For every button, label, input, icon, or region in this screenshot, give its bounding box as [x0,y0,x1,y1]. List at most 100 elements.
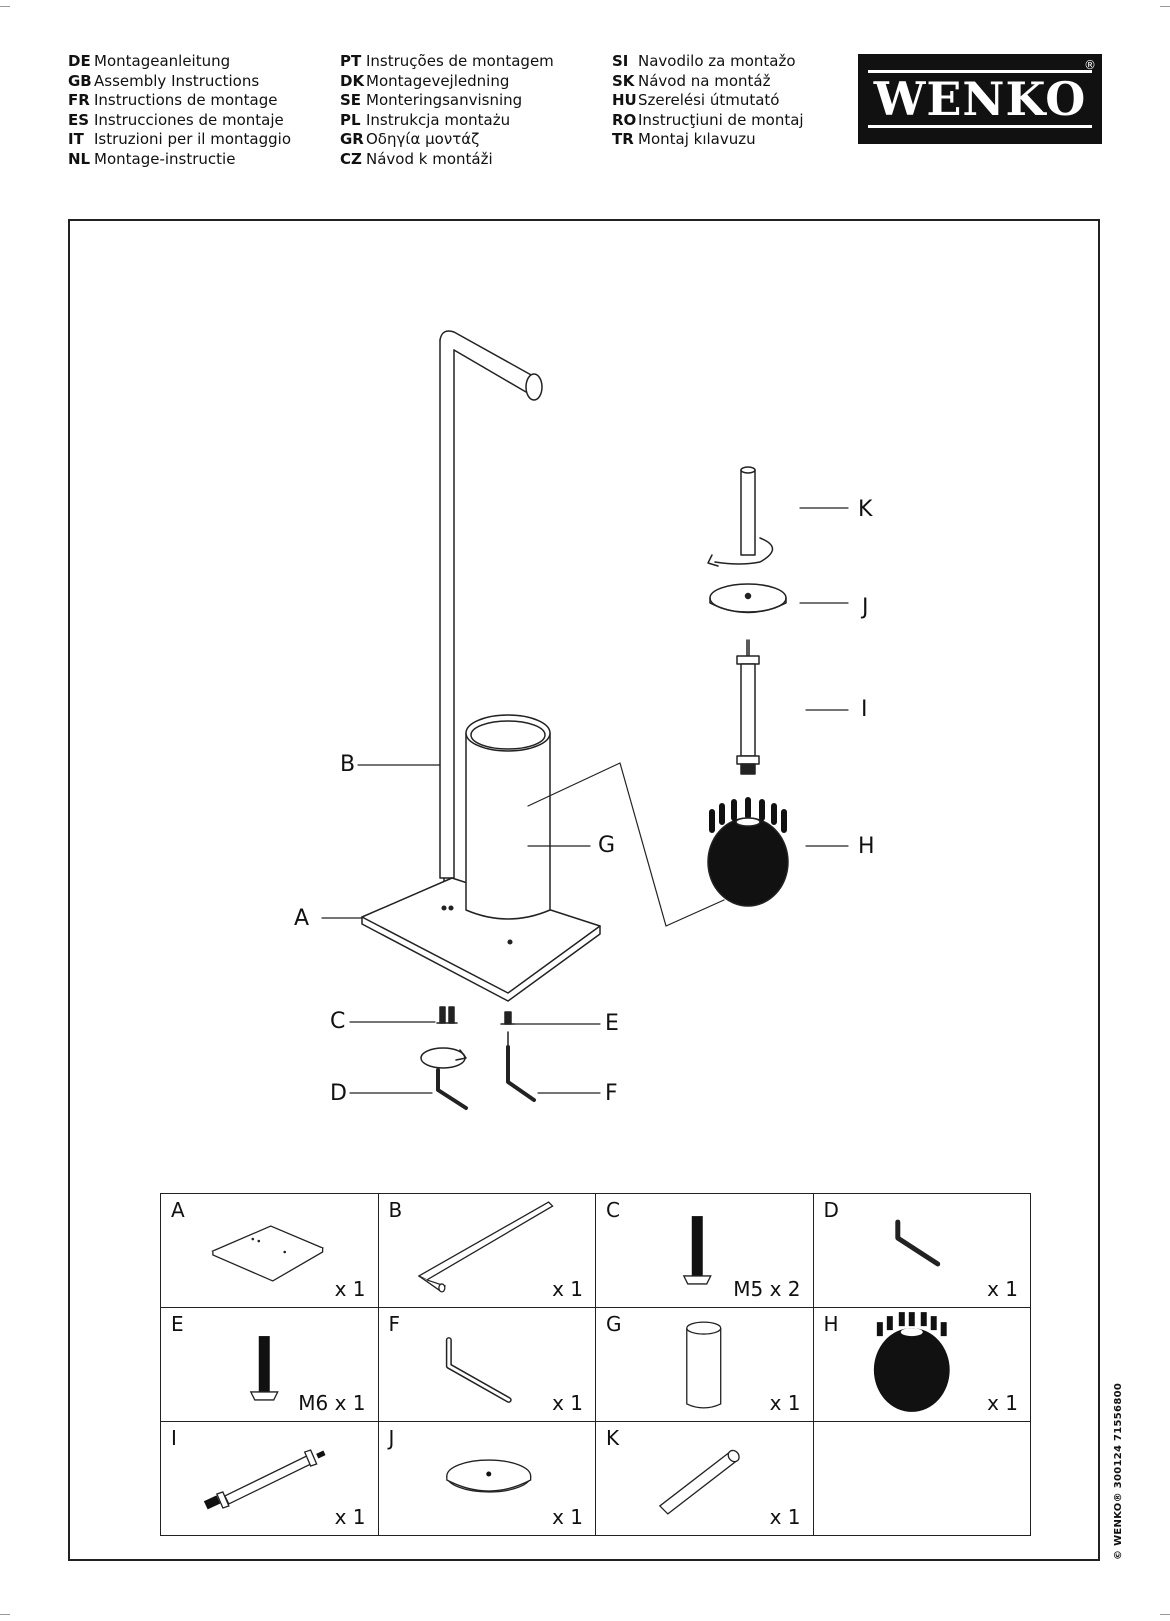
parts-row: E M6 x 1 F x 1 G x 1 [160,1307,1031,1422]
language-label: Istruzioni per il montaggio [94,130,291,149]
language-code: IT [68,130,84,149]
crop-mark [0,1614,10,1615]
screw-icon [682,1216,712,1285]
part-cell-j: J x 1 [377,1421,596,1536]
language-row: PL Instrukcja montażu [340,111,554,131]
language-label: Szerelési útmutató [638,91,780,110]
part-quantity: x 1 [769,1391,801,1415]
language-label: Οδηγία μοντάζ [366,130,480,149]
parts-list-table: A x 1 B x 1 C [160,1193,1031,1536]
language-code: ES [68,110,90,129]
language-row: IT Istruzioni per il montaggio [68,130,291,150]
brush-head-icon [873,1312,950,1412]
handle-rod-icon [658,1449,740,1515]
language-code: RO [612,110,637,129]
part-letter: A [171,1198,185,1222]
language-code: SE [340,91,362,110]
language-label: Instrukcja montażu [366,110,511,129]
allen-key-icon [445,1337,512,1403]
part-cell-f: F x 1 [377,1307,596,1422]
part-cell-a: A x 1 [160,1193,379,1308]
language-code: SK [612,71,635,90]
brand-logo: WENKO ® [858,54,1102,144]
language-code: HU [612,91,637,110]
part-cell-b: B x 1 [377,1193,596,1308]
callout-k: K [858,497,873,522]
language-code: PL [340,110,361,129]
callout-h: H [858,834,875,859]
language-code: DE [68,52,91,70]
part-cell-h: H x 1 [812,1307,1031,1422]
part-quantity: M5 x 2 [733,1277,801,1301]
language-label: Montagevejledning [366,71,510,90]
language-label: Navodilo za montažo [638,52,796,70]
part-letter: H [823,1312,839,1336]
language-code: PT [340,52,362,70]
language-code: NL [68,149,91,168]
part-letter: E [171,1312,184,1336]
language-label: Instruções de montagem [366,52,554,70]
brush-shaft-icon [203,1449,326,1510]
crop-mark [1160,1614,1170,1615]
language-label: Montaj kılavuzu [638,130,756,149]
language-label: Instructions de montage [94,91,278,110]
callout-d: D [330,1081,347,1106]
language-label: Návod k montáži [366,149,493,168]
part-quantity: x 1 [987,1277,1018,1301]
language-label: Instrucţiuni de montaj [638,110,804,129]
language-label: Assembly Instructions [94,71,260,90]
callout-b: B [340,752,356,777]
language-label: Montage-instructie [94,149,236,168]
part-quantity: x 1 [552,1277,583,1301]
part-letter: F [388,1312,401,1336]
part-quantity: x 1 [769,1505,801,1529]
part-cell-k: K x 1 [595,1421,814,1536]
language-label: Instrucciones de montaje [94,110,284,129]
callout-i: I [861,697,868,722]
parts-row: A x 1 B x 1 C [160,1193,1031,1308]
part-letter: G [606,1312,622,1336]
callout-a: A [294,906,310,931]
part-letter: C [606,1198,620,1222]
language-label: Montageanleitung [94,52,231,70]
language-code: FR [68,91,90,110]
part-quantity: x 1 [334,1277,366,1301]
language-code: GR [340,130,364,149]
cylinder-container-icon [686,1321,722,1409]
logo-wordmark: WENKO [867,70,1093,128]
base-plate-icon [211,1225,325,1282]
part-cell-i: I x 1 [160,1421,379,1536]
part-cell-e: E M6 x 1 [160,1307,379,1422]
registered-mark: ® [1084,58,1096,72]
language-code: GB [68,71,92,90]
language-code: DK [340,71,365,90]
language-code: SI [612,52,629,70]
part-letter: D [823,1198,839,1222]
parts-row: I x 1 J x 1 [160,1421,1031,1536]
callout-e: E [605,1011,619,1036]
callout-g: G [598,833,616,858]
language-label: Monteringsanvisning [366,91,523,110]
part-quantity: x 1 [334,1505,366,1529]
part-cell-c: C M5 x 2 [595,1193,814,1308]
language-row: SI Navodilo za montažo [612,52,804,72]
disc-lid-icon [445,1459,531,1493]
part-letter: B [388,1198,403,1222]
crop-mark [1160,6,1170,7]
